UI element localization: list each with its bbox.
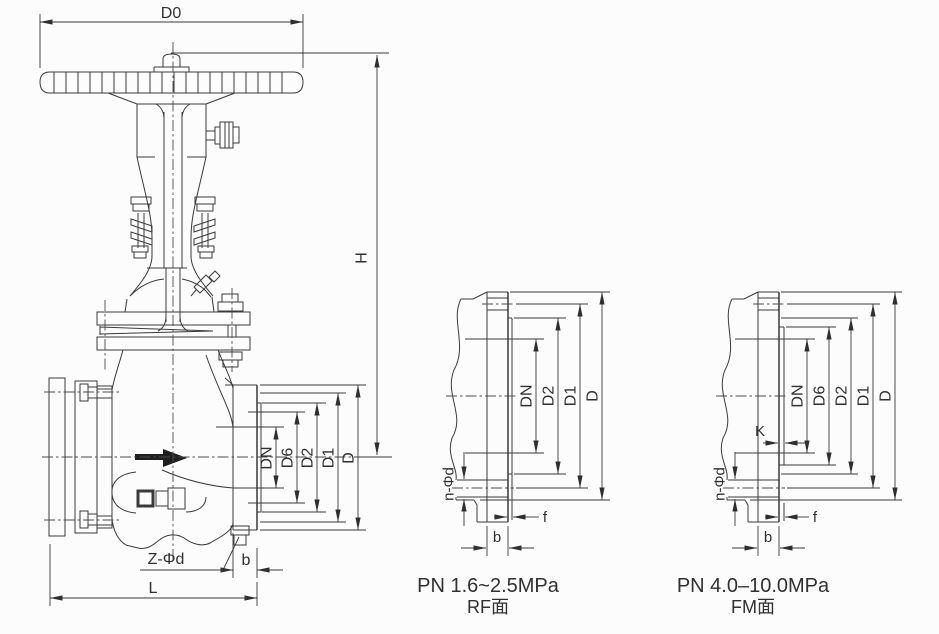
- yoke-and-stem: [129, 103, 240, 332]
- backseat-fitting: [190, 270, 221, 297]
- rf-dim-n-phi-d: n-Φd: [441, 452, 467, 526]
- dim-l: L: [49, 544, 258, 606]
- drain-boss: [111, 471, 207, 514]
- fm-dim-label-d6: D6: [812, 386, 829, 407]
- dim-label-d6: D6: [280, 448, 297, 469]
- grease-fitting: [205, 121, 240, 149]
- dim-b: b: [207, 533, 283, 578]
- rf-dim-label-d: D: [585, 390, 602, 402]
- rf-caption-pressure: PN 1.6~2.5MPa: [417, 575, 560, 597]
- dim-label-d0: D0: [161, 5, 182, 22]
- body-break-line: [720, 291, 759, 481]
- fm-dim-label-n-phi-d: n-Φd: [712, 467, 729, 501]
- rf-centerlines: [446, 303, 516, 489]
- fm-dim-label-f: f: [813, 509, 818, 526]
- fm-dim-d: D: [750, 291, 902, 501]
- fm-dim-label-d: D: [878, 390, 895, 402]
- rf-dim-label-b: b: [493, 529, 501, 546]
- main-valve-drawing: D0 H DN D6 D2: [39, 5, 392, 606]
- fm-dim-label-dn: DN: [790, 384, 807, 407]
- dim-label-b: b: [242, 552, 251, 569]
- fm-dim-label-d1: D1: [856, 386, 873, 407]
- dim-label-d1: D1: [321, 448, 338, 469]
- packing-gland: [130, 196, 216, 259]
- rf-flange-detail: DN D2 D1 D n-Φd: [417, 291, 610, 617]
- bonnet-flange-plates: [96, 311, 251, 351]
- fm-dim-n-phi-d: n-Φd: [712, 452, 738, 526]
- dim-label-d: D: [341, 452, 358, 464]
- rf-dim-label-dn: DN: [519, 384, 536, 407]
- fm-dim-d6: D6: [781, 326, 836, 466]
- fm-dim-d2: D2: [781, 317, 858, 475]
- fm-dim-f: f: [765, 509, 818, 526]
- dim-dn: DN: [257, 426, 284, 489]
- valve-body: [111, 349, 257, 549]
- fm-dim-dn: DN: [779, 338, 815, 454]
- rf-dim-label-n-phi-d: n-Φd: [441, 467, 458, 501]
- flange-stud: [230, 525, 250, 546]
- left-flange: [48, 377, 113, 537]
- dim-d2: D2: [262, 402, 326, 513]
- dim-label-z-phi-d: Z-Φd: [148, 551, 185, 568]
- dim-d1: D1: [260, 392, 346, 523]
- rf-dim-label-d2: D2: [541, 386, 558, 407]
- dim-h: H: [171, 52, 392, 458]
- dim-d: D: [260, 384, 366, 531]
- dim-label-d2: D2: [300, 448, 317, 469]
- rf-flange-outline: [449, 291, 513, 523]
- yoke-legs: [129, 156, 214, 297]
- rf-dim-d1: D1: [516, 303, 588, 489]
- fm-centerlines: [716, 303, 786, 489]
- fm-caption-face-type: FM面: [731, 597, 775, 617]
- dim-label-dn: DN: [259, 446, 276, 469]
- fm-dim-d1: D1: [787, 303, 880, 489]
- fm-flange-outline: [720, 291, 785, 523]
- dim-d6: D6: [248, 411, 305, 504]
- rf-dim-d: D: [480, 291, 610, 501]
- stem: [157, 112, 189, 332]
- rf-dim-d2: D2: [514, 317, 566, 475]
- fm-dimensions: DN D6 D2 D1 D: [712, 291, 902, 556]
- rf-dim-b: b: [461, 526, 534, 556]
- dim-d0: D0: [39, 5, 304, 68]
- rf-dim-f: f: [494, 509, 548, 526]
- seat-contours: [161, 354, 234, 489]
- main-dimensions: D0 H DN D6 D2: [39, 5, 392, 606]
- rf-dim-dn: DN: [508, 338, 544, 454]
- fm-dim-label-k: K: [755, 423, 765, 440]
- fm-dim-label-b: b: [764, 529, 772, 546]
- dim-label-l: L: [149, 580, 158, 597]
- bonnet: [96, 270, 251, 368]
- handwheel: [39, 53, 304, 105]
- rf-dim-label-f: f: [543, 509, 548, 526]
- fm-dim-b: b: [732, 526, 805, 556]
- fm-dim-k: K: [755, 423, 806, 446]
- drain-plug: [136, 489, 155, 508]
- gasket: [99, 326, 214, 335]
- right-flange: [224, 377, 262, 546]
- fm-caption-pressure: PN 4.0–10.0MPa: [677, 575, 830, 597]
- centerlines: [42, 42, 368, 562]
- dim-label-h: H: [354, 252, 371, 264]
- rf-dim-label-d1: D1: [563, 386, 580, 407]
- flow-direction-arrow: [135, 449, 187, 467]
- rf-caption-face-type: RF面: [467, 597, 509, 617]
- fm-flange-detail: DN D6 D2 D1 D: [677, 291, 902, 617]
- body-break-line: [449, 291, 488, 481]
- fm-dim-label-d2: D2: [834, 386, 851, 407]
- rf-dimensions: DN D2 D1 D n-Φd: [441, 291, 610, 556]
- stem-nut-cap: [153, 53, 190, 72]
